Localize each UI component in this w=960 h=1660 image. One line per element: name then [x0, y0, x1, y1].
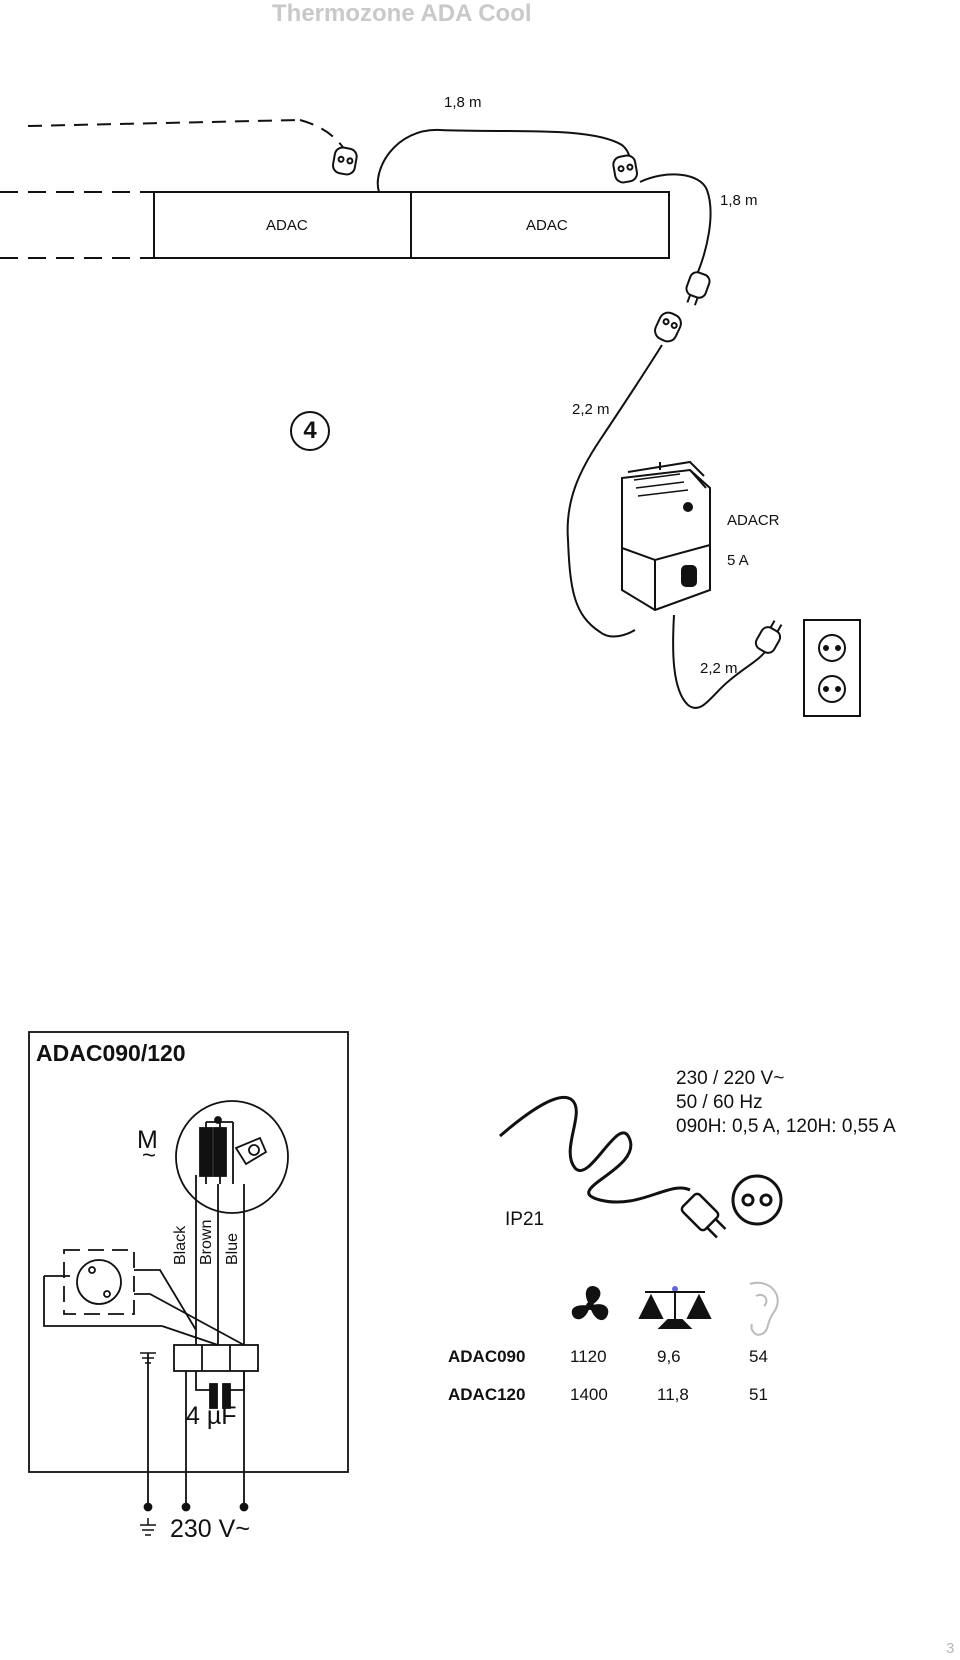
scale-icon — [638, 1286, 712, 1329]
capacitor-label: 4 µF — [186, 1402, 237, 1430]
socket-plug-icon — [654, 311, 682, 343]
cable-length-controller-out: 2,2 m — [700, 660, 738, 677]
controller-rating: 5 A — [727, 552, 749, 569]
plug-icon — [612, 154, 638, 184]
supply-voltage-label: 230 V~ — [170, 1515, 250, 1543]
unit-2-label: ADAC — [526, 217, 568, 234]
table-row-2-sound: 51 — [749, 1385, 768, 1404]
unit-1-label: ADAC — [266, 217, 308, 234]
wiring-diagram-title: ADAC090/120 — [36, 1040, 186, 1066]
spec-current: 090H: 0,5 A, 120H: 0,55 A — [676, 1116, 896, 1137]
motor-circle — [175, 1100, 289, 1214]
socket-icon — [731, 1174, 783, 1226]
page-number: 3 — [946, 1640, 955, 1657]
unit-2-box — [410, 191, 670, 259]
controller-name: ADACR — [727, 512, 780, 529]
page-title: Thermozone ADA Cool — [272, 0, 532, 27]
table-row-1-weight: 9,6 — [657, 1347, 681, 1366]
cable-length-controller-in: 2,2 m — [572, 401, 610, 418]
spec-frequency: 50 / 60 Hz — [676, 1092, 763, 1113]
motor-symbol: M — [137, 1126, 158, 1155]
wall-outlet-icon — [803, 619, 861, 717]
cord-plug-icon — [680, 1192, 727, 1239]
table-row-2-weight: 11,8 — [657, 1385, 689, 1404]
spec-voltage: 230 / 220 V~ — [676, 1068, 785, 1089]
fan-icon — [571, 1286, 609, 1321]
wire-label-blue: Blue — [224, 1232, 241, 1265]
ear-icon — [749, 1281, 779, 1336]
controller-device — [621, 460, 711, 612]
table-row-1-model: ADAC090 — [448, 1347, 526, 1366]
wire-label-black: Black — [172, 1225, 189, 1265]
table-row-1-sound: 54 — [749, 1347, 768, 1366]
table-row-2-model: ADAC120 — [448, 1385, 526, 1404]
cable-length-top: 1,8 m — [444, 94, 482, 111]
plug-icon — [332, 146, 358, 176]
cable-length-right: 1,8 m — [720, 192, 758, 209]
motor-letter: M — [137, 1126, 158, 1154]
installation-diagram — [0, 119, 861, 717]
table-row-2-airflow: 1400 — [570, 1385, 608, 1404]
plug-icon — [685, 271, 711, 306]
table-row-1-airflow: 1120 — [570, 1347, 607, 1366]
figure-number-badge: 4 — [290, 411, 330, 451]
ip-rating: IP21 — [505, 1209, 545, 1230]
plug-icon — [754, 620, 783, 654]
motor-tilde: ~ — [142, 1142, 157, 1169]
wire-label-brown: Brown — [198, 1219, 215, 1265]
